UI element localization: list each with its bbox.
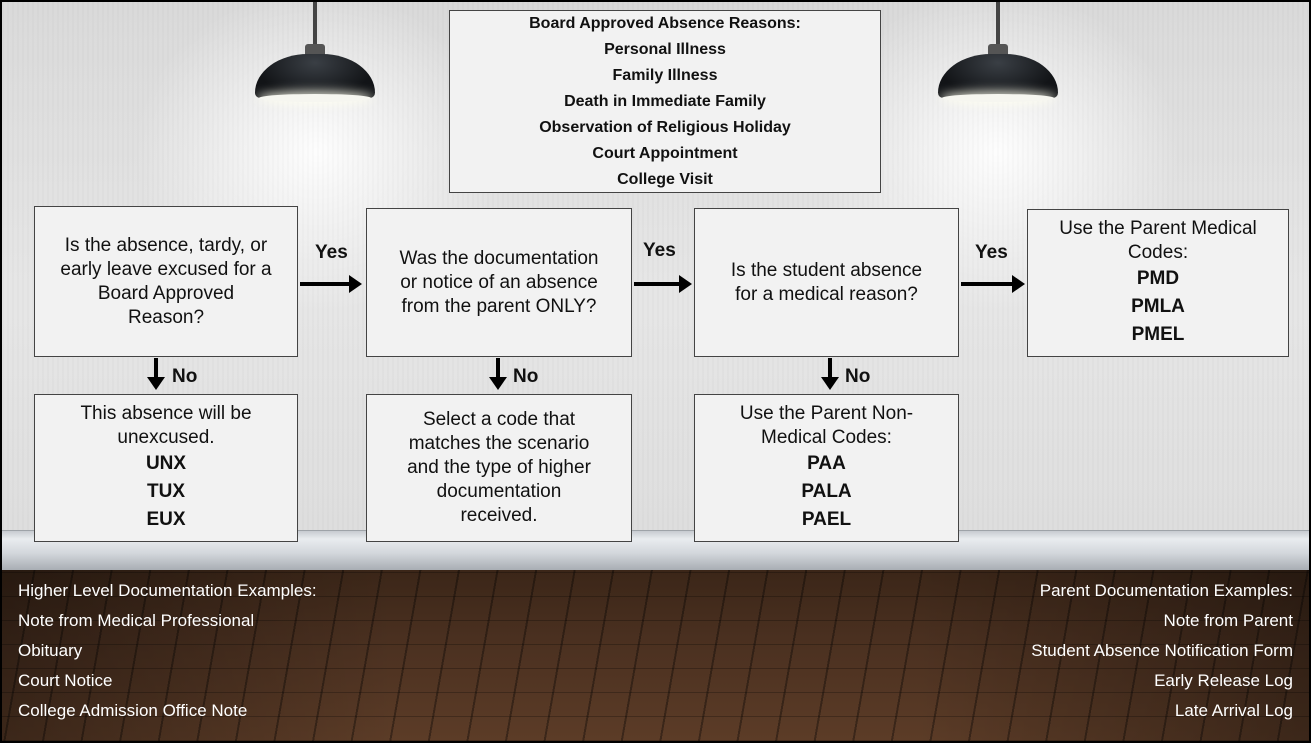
result-text-line: documentation — [436, 481, 562, 502]
attendance-code: PMLA — [1131, 296, 1185, 317]
result-text-line: Use the Parent Non- — [739, 403, 914, 424]
decision-text-line: Was the documentation — [399, 247, 599, 269]
no-label: No — [513, 366, 539, 387]
yes-arrow-right-icon — [300, 275, 362, 293]
example-item: Obituary — [18, 641, 83, 660]
result-text-line: Codes: — [1127, 242, 1189, 263]
attendance-code: PAEL — [801, 509, 852, 530]
board-approved-reasons-box: Board Approved Absence Reasons: Personal… — [449, 10, 881, 193]
result-text-line: matches the scenario — [408, 433, 590, 454]
decision-text-line: Reason? — [127, 306, 205, 328]
result-text-line: unexcused. — [117, 427, 215, 448]
examples-title: Parent Documentation Examples: — [1039, 581, 1293, 600]
no-arrow-down-icon — [489, 358, 507, 390]
floor-shade — [2, 570, 1309, 741]
parent-non-medical-codes-box: Use the Parent Non- Medical Codes: PAA P… — [694, 394, 959, 542]
example-item: College Admission Office Note — [18, 701, 248, 720]
result-text-line: received. — [460, 505, 538, 526]
attendance-code: TUX — [147, 481, 185, 502]
attendance-code: EUX — [146, 509, 186, 530]
select-code-box: Select a code that matches the scenario … — [366, 394, 632, 542]
examples-title: Higher Level Documentation Examples: — [18, 581, 317, 600]
decision-text-line: early leave excused for a — [60, 258, 272, 280]
no-arrow-down-icon — [147, 358, 165, 390]
result-text-line: Use the Parent Medical — [1059, 218, 1257, 239]
yes-arrow-right-icon — [961, 275, 1025, 293]
pendant-lamp-right-icon — [938, 2, 1058, 112]
yes-label: Yes — [975, 242, 1008, 263]
example-item: Early Release Log — [1154, 671, 1293, 690]
decision-board-approved-box: Is the absence, tardy, or early leave ex… — [34, 206, 298, 357]
attendance-code: PMD — [1136, 268, 1180, 289]
floor-planks — [2, 570, 1309, 741]
parent-medical-codes-box: Use the Parent Medical Codes: PMD PMLA P… — [1027, 209, 1289, 357]
yes-label: Yes — [643, 240, 676, 261]
example-item: Student Absence Notification Form — [1031, 641, 1293, 660]
attendance-code: PAA — [807, 453, 846, 474]
decision-text-line: Board Approved — [97, 282, 235, 304]
parent-documentation-examples: Parent Documentation Examples: Note from… — [1031, 576, 1293, 726]
result-text-line: This absence will be — [80, 403, 252, 424]
unexcused-codes-box: This absence will be unexcused. UNX TUX … — [34, 394, 298, 542]
wood-floor — [2, 570, 1309, 741]
board-reason-item: College Visit — [617, 170, 713, 188]
result-text-line: and the type of higher — [407, 457, 591, 478]
no-label: No — [845, 366, 871, 387]
higher-level-documentation-examples: Higher Level Documentation Examples: Not… — [18, 576, 317, 726]
board-reasons-title: Board Approved Absence Reasons: — [529, 14, 801, 32]
board-reason-item: Observation of Religious Holiday — [539, 118, 791, 136]
decision-text-line: for a medical reason? — [735, 283, 918, 305]
yes-arrow-right-icon — [634, 275, 692, 293]
no-label: No — [172, 366, 198, 387]
board-reason-item: Family Illness — [612, 66, 718, 84]
result-text-line: Select a code that — [422, 409, 576, 430]
decision-text-line: or notice of an absence — [400, 271, 598, 293]
decision-text-line: Is the student absence — [730, 259, 923, 281]
attendance-code: PALA — [801, 481, 852, 502]
example-item: Late Arrival Log — [1174, 701, 1293, 720]
no-arrow-down-icon — [821, 358, 839, 390]
example-item: Court Notice — [18, 671, 113, 690]
board-reason-item: Personal Illness — [604, 40, 726, 58]
pendant-lamp-left-icon — [255, 2, 375, 112]
decision-text-line: from the parent ONLY? — [401, 295, 597, 317]
attendance-code: UNX — [145, 453, 187, 474]
result-text-line: Medical Codes: — [761, 427, 892, 448]
yes-label: Yes — [315, 242, 348, 263]
decision-text-line: Is the absence, tardy, or — [64, 234, 268, 256]
example-item: Note from Medical Professional — [18, 611, 255, 630]
attendance-code: PMEL — [1131, 324, 1185, 345]
board-reason-item: Court Appointment — [592, 144, 738, 162]
example-item: Note from Parent — [1163, 611, 1293, 630]
decision-parent-only-box: Was the documentation or notice of an ab… — [366, 208, 632, 357]
board-reason-item: Death in Immediate Family — [564, 92, 766, 110]
decision-medical-reason-box: Is the student absence for a medical rea… — [694, 208, 959, 357]
